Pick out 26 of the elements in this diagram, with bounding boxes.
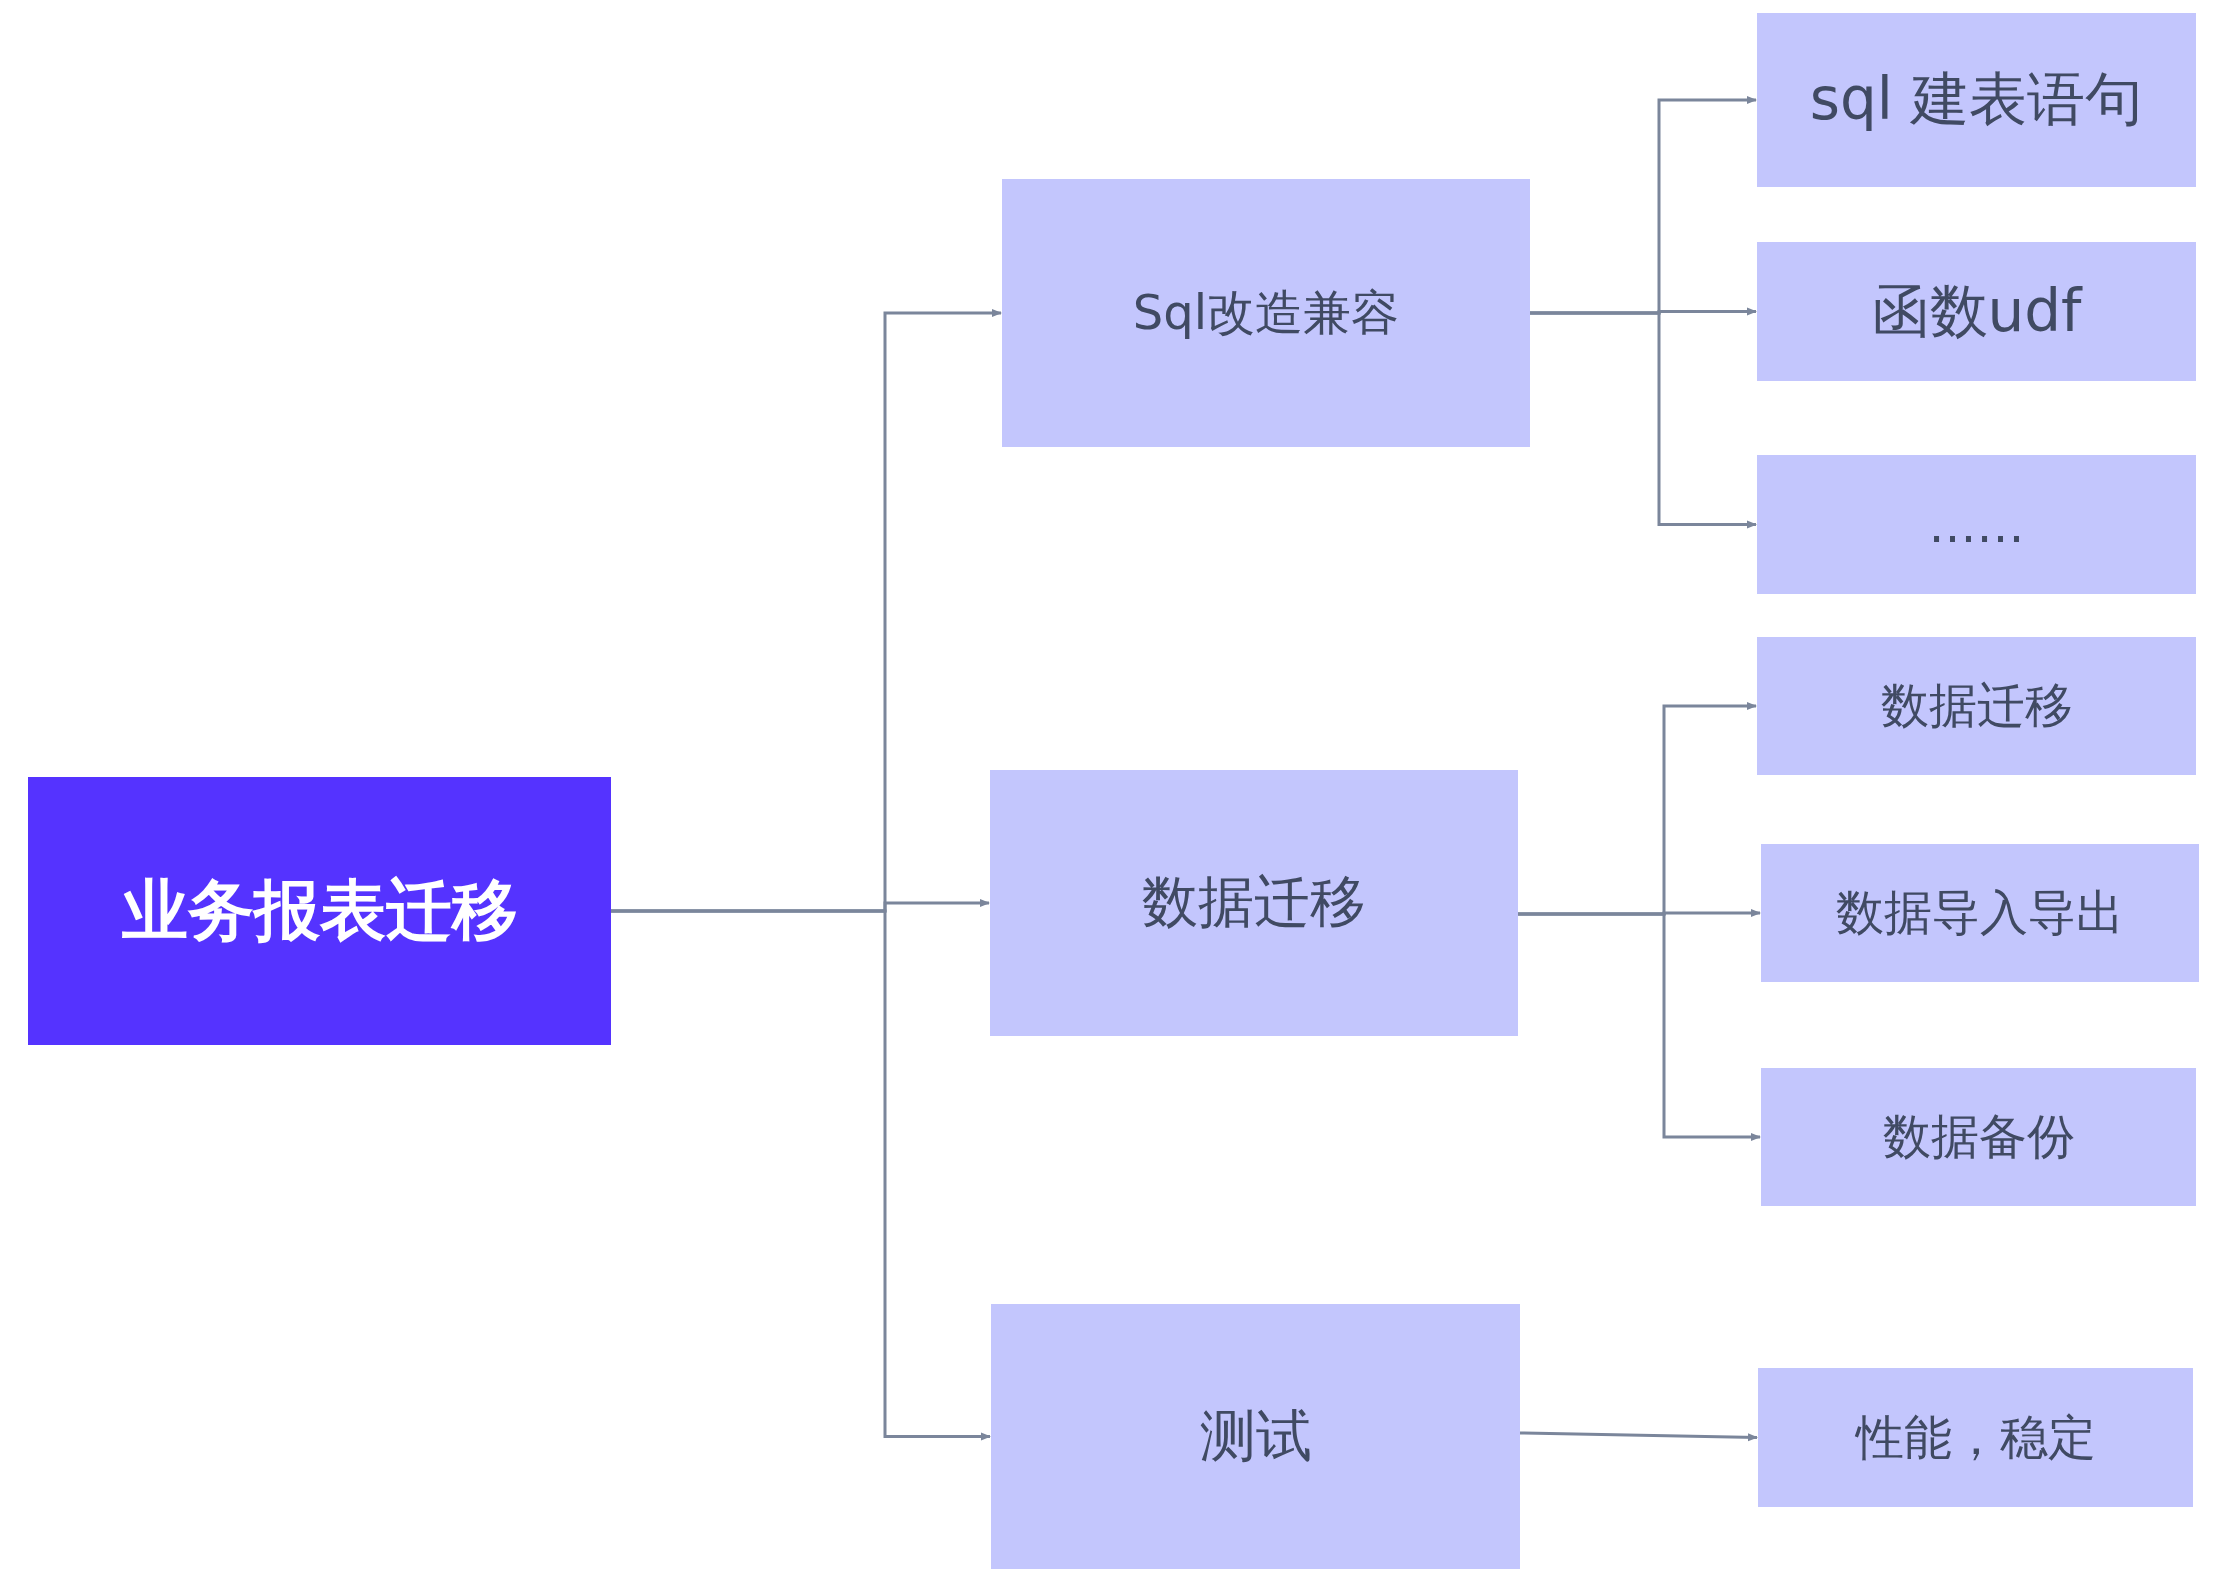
box-label: 数据导入导出 bbox=[1836, 883, 2124, 942]
box-label: …… bbox=[1928, 496, 2025, 553]
box-label: 函数udf bbox=[1871, 275, 2082, 347]
box-label: 性能，稳定 bbox=[1855, 1407, 2096, 1467]
box-label: Sql改造兼容 bbox=[1132, 283, 1400, 342]
process-box bbox=[1757, 637, 2196, 775]
process-box bbox=[990, 770, 1518, 1036]
box-label: 业务报表迁移 bbox=[121, 871, 518, 951]
process-box bbox=[1757, 455, 2196, 594]
process-box bbox=[991, 1304, 1520, 1569]
process-box bbox=[1758, 1368, 2193, 1507]
process-box bbox=[1761, 844, 2199, 982]
box-label: sql 建表语句 bbox=[1809, 64, 2144, 135]
process-box bbox=[1761, 1068, 2196, 1206]
box-label: 数据迁移 bbox=[1142, 868, 1366, 936]
box-label: 数据迁移 bbox=[1880, 676, 2073, 735]
arrow bbox=[1518, 912, 1761, 1141]
process-box bbox=[1757, 13, 2196, 187]
arrow bbox=[1519, 1431, 1758, 1442]
box-label: 数据备份 bbox=[1882, 1107, 2075, 1166]
root-box bbox=[28, 777, 611, 1045]
arrow bbox=[611, 909, 991, 1441]
process-box bbox=[1002, 179, 1530, 447]
box-label: 测试 bbox=[1199, 1401, 1312, 1470]
arrow bbox=[1530, 311, 1757, 529]
process-box bbox=[1757, 242, 2196, 381]
